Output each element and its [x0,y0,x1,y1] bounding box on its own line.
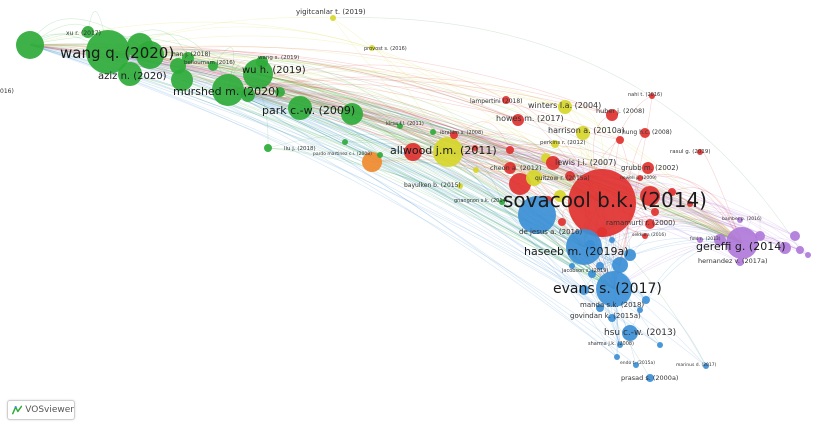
node-label-perkins-2012: perkins r. (2012) [540,140,586,146]
node-label-haseeb-2019: haseeb m. (2019a) [524,245,628,258]
network-node[interactable] [616,136,624,144]
network-node[interactable] [612,257,628,273]
network-node[interactable] [506,146,514,154]
vosviewer-logo-button[interactable]: VOSviewer [7,400,75,420]
node-label-rasul-2019: rasul g. (2019) [670,149,711,155]
node-label-marinus-2017: marinus d. (2017) [676,362,717,368]
node-label-fold-2013: fold n. (2013) [690,236,721,242]
node-label-endo-2015: endo t. (2015a) [620,360,655,366]
node-label-evans-2017: evans s. (2017) [553,281,662,297]
node-label-hung-2008: hung h.c. (2008) [622,129,672,136]
network-node[interactable] [796,246,804,254]
node-label-ramamurti-2000: ramamurti r. (2000) [606,219,676,227]
network-node[interactable] [473,167,479,173]
node-label-nahi-2016: nahi t. (2016) [628,92,662,98]
node-label-gnangnon-2014: gnangnon s.k. (2014) [454,198,508,204]
node-label-winters-2004: winters l.a. (2004) [528,101,601,110]
node-label-wu-h-2019: wu h. (2019) [242,65,306,76]
node-label-howes-2017: howes m. (2017) [496,114,564,123]
node-label-bayulken-2015: bayulken b. (2015) [404,182,461,189]
node-label-wang-s-2019: wang s. (2019) [258,55,299,61]
network-node[interactable] [609,237,615,243]
node-label-jacobson-2019: jacobson s. (2019) [561,268,608,274]
node-label-ibrahim-2008: ibrahim s. (2008) [440,130,483,136]
node-label-provost-2016: provost s. (2016) [364,46,407,52]
network-node[interactable] [558,218,566,226]
node-label-sovacool-2014: sovacool b.k. (2014) [503,188,707,212]
node-label-sharma-2008: sharma j.k. (2008) [588,341,634,347]
vosviewer-logo-icon [12,404,22,416]
network-node[interactable] [790,231,800,241]
node-label-yigitcanlar-2019: yigitcanlar t. (2019) [296,8,366,16]
node-label-prasad-2000: prasad s. (2000a) [621,374,678,382]
node-label-cheon-2012: cheon a. (2012) [490,164,542,172]
network-node[interactable] [614,354,620,360]
node-label-newell-2009: newell p. (2009) [620,175,657,181]
node-label-manda-2018: manda s.k. (2018) [580,301,644,309]
node-label-kirsa-2011: kirsa f.l. (2011) [386,121,424,127]
node-label-bellouman-2016: belloumam (2016) [184,60,235,66]
network-node[interactable] [16,31,44,59]
network-node[interactable] [430,129,436,135]
node-label-sekkura-2016: sekkura (2016) [632,232,666,238]
node-label-han-j-2018: han j. (2018) [172,51,211,58]
node-label-grubb-2002: grubb m. (2002) [621,164,679,172]
node-label-hsu-2013: hsu c.-w. (2013) [604,328,676,338]
node-pardo-2008[interactable] [377,152,383,158]
node-label-lewis-2007: lewis j.i. (2007) [555,158,616,167]
node-label-huber-2008: huber j. (2008) [596,107,645,115]
node-label-pardo-2008: pardo martinez c.i. (2008) [313,151,372,157]
node-label-park-cw-2009: park c.-w. (2009) [262,104,355,117]
node-label-murshed-m-2020: murshed m. (2020) [173,85,279,98]
node-label-left-2016: 016) [0,88,14,95]
node-liu-j-2018[interactable] [264,144,272,152]
network-node[interactable] [342,139,348,145]
network-node[interactable] [657,342,663,348]
network-node[interactable] [805,252,811,258]
node-label-xu-r-2017: xu r. (2017) [66,30,101,37]
node-label-harrison-2010: harrison a. (2010a) [548,126,625,135]
node-label-liu-j-2018: liu j. (2018) [284,146,316,152]
node-label-aziz-n-2020: aziz n. (2020) [98,71,167,82]
node-label-dejesus-2016: de jesus a. (2016) [519,228,582,236]
node-label-quitzow-2015: quitzow r. (2015a) [535,175,590,182]
node-label-bamber-2016: bamber p. (2016) [722,216,762,222]
node-label-govindan-2015: govindan k. (2015a) [570,312,641,320]
vosviewer-logo-text: VOSviewer [25,405,74,415]
node-label-hernandez-2017: hernandez v. (2017a) [698,257,768,265]
node-label-allwood-2011: allwood j.m. (2011) [390,144,497,157]
node-label-lampertini-2018: lampertini (2018) [470,98,523,105]
node-label-wang-q-2020: wang q. (2020) [60,44,174,62]
